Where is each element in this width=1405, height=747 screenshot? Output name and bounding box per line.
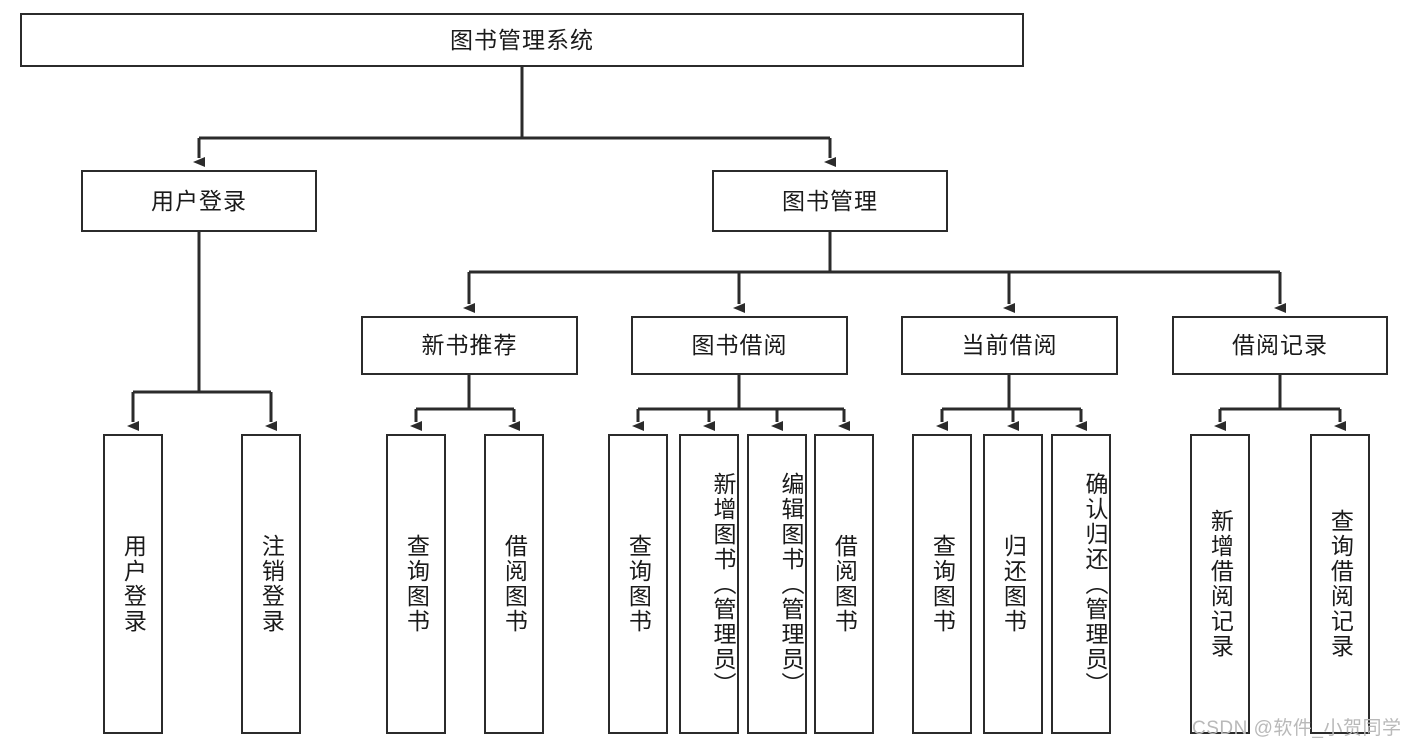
- node-book-manage-label: 图书管理: [782, 187, 878, 214]
- node-leaf-borrow-book-recommend[interactable]: 借阅图书: [484, 434, 544, 734]
- node-borrow-record[interactable]: 借阅记录: [1172, 316, 1388, 375]
- node-new-book-recommend-label: 新书推荐: [421, 332, 518, 359]
- node-user-login-label: 用户登录: [151, 187, 247, 214]
- node-leaf-user-login-label: 用户登录: [120, 534, 147, 634]
- node-leaf-add-borrow-record-label: 新增借阅记录: [1207, 509, 1234, 659]
- node-leaf-borrow-book-recommend-label: 借阅图书: [501, 534, 528, 634]
- node-leaf-borrow-book-label: 借阅图书: [831, 534, 858, 634]
- node-leaf-query-book-borrow[interactable]: 查询图书: [608, 434, 668, 734]
- node-leaf-add-book-label: 新增图书（管理员）: [710, 471, 736, 697]
- node-leaf-query-book-current-label: 查询图书: [929, 534, 956, 634]
- node-leaf-user-login[interactable]: 用户登录: [103, 434, 163, 734]
- node-leaf-return-book[interactable]: 归还图书: [983, 434, 1043, 734]
- node-leaf-borrow-book[interactable]: 借阅图书: [814, 434, 874, 734]
- node-leaf-query-book-recommend-label: 查询图书: [403, 534, 430, 634]
- node-new-book-recommend[interactable]: 新书推荐: [361, 316, 578, 375]
- node-leaf-edit-book-label: 编辑图书（管理员）: [778, 471, 804, 697]
- node-current-borrow[interactable]: 当前借阅: [901, 316, 1118, 375]
- node-leaf-user-logout[interactable]: 注销登录: [241, 434, 301, 734]
- node-book-borrow[interactable]: 图书借阅: [631, 316, 848, 375]
- node-leaf-confirm-return-label: 确认归还（管理员）: [1082, 471, 1108, 697]
- node-leaf-user-logout-label: 注销登录: [258, 534, 285, 634]
- node-user-login[interactable]: 用户登录: [81, 170, 317, 232]
- csdn-watermark: CSDN @软件_小贺同学: [1192, 718, 1402, 739]
- node-book-borrow-label: 图书借阅: [691, 332, 788, 359]
- node-leaf-query-borrow-record-label: 查询借阅记录: [1327, 509, 1354, 659]
- node-leaf-add-book[interactable]: 新增图书（管理员）: [679, 434, 739, 734]
- node-leaf-query-book-borrow-label: 查询图书: [625, 534, 652, 634]
- node-root-label: 图书管理系统: [450, 26, 594, 53]
- node-leaf-query-borrow-record[interactable]: 查询借阅记录: [1310, 434, 1370, 734]
- node-leaf-edit-book[interactable]: 编辑图书（管理员）: [747, 434, 807, 734]
- node-leaf-query-book-recommend[interactable]: 查询图书: [386, 434, 446, 734]
- node-leaf-return-book-label: 归还图书: [1000, 534, 1027, 634]
- node-book-manage[interactable]: 图书管理: [712, 170, 948, 232]
- node-current-borrow-label: 当前借阅: [961, 332, 1058, 359]
- node-borrow-record-label: 借阅记录: [1232, 332, 1328, 359]
- node-leaf-confirm-return[interactable]: 确认归还（管理员）: [1051, 434, 1111, 734]
- node-leaf-add-borrow-record[interactable]: 新增借阅记录: [1190, 434, 1250, 734]
- node-root-system[interactable]: 图书管理系统: [20, 13, 1024, 67]
- node-leaf-query-book-current[interactable]: 查询图书: [912, 434, 972, 734]
